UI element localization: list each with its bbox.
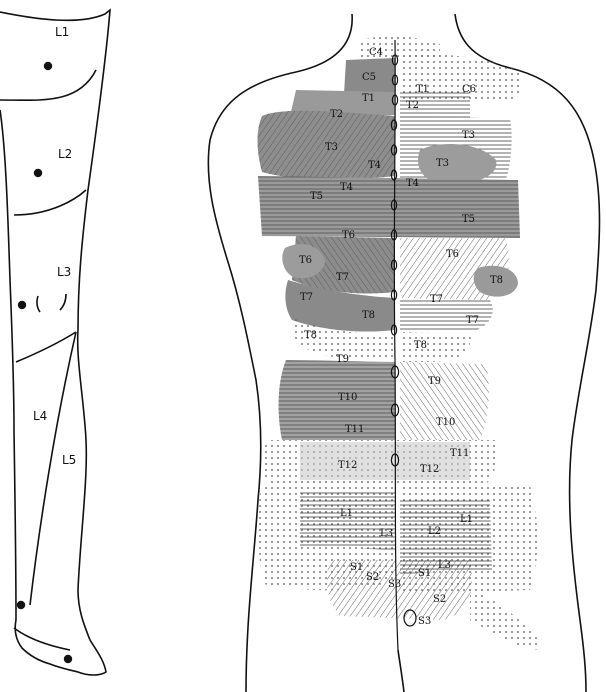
label-t8-left: T8 [304, 330, 317, 341]
region-l1-left-hatch [300, 490, 395, 550]
label-t3-right-2: T3 [436, 158, 449, 169]
label-l3-left: L3 [380, 528, 393, 539]
leg-drawing [0, 10, 110, 675]
label-t7-right: T7 [430, 294, 443, 305]
label-t10-right: T10 [436, 417, 455, 428]
leg-label-l5: L5 [62, 453, 76, 467]
region-t8-right [400, 332, 471, 362]
leg-knee-mark-b [60, 294, 66, 310]
label-s2-left: S2 [366, 572, 379, 583]
dot-l2 [34, 169, 42, 177]
label-t8-mid: T8 [362, 310, 375, 321]
leg-label-l3: L3 [57, 265, 71, 279]
dermatome-regions [258, 37, 541, 650]
label-t2-left: T2 [330, 109, 343, 120]
label-t4-right: T4 [406, 178, 419, 189]
label-l2: L2 [428, 526, 441, 537]
label-t1-left: T1 [362, 93, 375, 104]
label-t11-right: T11 [450, 448, 469, 459]
label-t6-oval: T6 [299, 255, 312, 266]
dot-l1 [44, 62, 52, 70]
leg-foot-line [14, 628, 70, 650]
label-t2-right: T2 [406, 100, 419, 111]
label-t5-left: T5 [310, 191, 323, 202]
label-c4: C4 [369, 47, 383, 58]
dot-foot-1 [17, 601, 25, 609]
label-s1-right: S1 [418, 568, 431, 579]
label-t4-left: T4 [368, 160, 381, 171]
leg-label-l1: L1 [55, 25, 69, 39]
label-t11-left: T11 [345, 424, 364, 435]
label-t7-left: T7 [336, 272, 349, 283]
label-s3-right: S3 [418, 616, 431, 627]
label-s1-left: S1 [350, 562, 363, 573]
region-t4t5-hatch [258, 176, 520, 238]
label-t8-right: T8 [414, 340, 427, 351]
leg-boundary-l1-l2 [0, 70, 96, 100]
label-c6: C6 [462, 84, 476, 95]
label-t8-oval: T8 [490, 275, 503, 286]
label-t9-right: T9 [428, 376, 441, 387]
label-t1-right: T1 [416, 84, 429, 95]
region-t11t12-shade [300, 442, 470, 480]
leg-outline-inner [0, 110, 16, 620]
leg-knee-mark-a [37, 296, 40, 312]
label-s3-left: S3 [388, 579, 401, 590]
label-t4-mid: T4 [340, 182, 353, 193]
label-t9-left: T9 [336, 354, 349, 365]
label-t3-left: T3 [325, 142, 338, 153]
region-t9t10-right [400, 362, 489, 440]
label-t7-left-2: T7 [300, 292, 313, 303]
label-t12-right: T12 [420, 464, 439, 475]
label-s2-right: S2 [433, 594, 446, 605]
dot-foot-2 [64, 655, 72, 663]
dot-l3 [18, 301, 26, 309]
leg-boundary-l3-l4 [16, 332, 76, 362]
leg-label-l2: L2 [58, 147, 72, 161]
torso-gluteal-cleft [398, 650, 404, 692]
leg-labels: L1 L2 L3 L4 L5 [33, 25, 76, 467]
label-t6-right: T6 [446, 249, 459, 260]
label-l1-left: L1 [340, 508, 353, 519]
label-t10-left: T10 [338, 392, 357, 403]
label-t6-left: T6 [342, 230, 355, 241]
label-c5: C5 [362, 72, 376, 83]
label-t12-left: T12 [338, 460, 357, 471]
region-t9t10-hatch [279, 360, 395, 440]
leg-boundary-l2-l3 [14, 190, 86, 215]
label-l3-right: L3 [438, 560, 451, 571]
leg-label-l4: L4 [33, 409, 47, 423]
label-t7-right-2: T7 [466, 315, 479, 326]
label-t5-right: T5 [462, 214, 475, 225]
label-t3-right: T3 [462, 130, 475, 141]
leg-boundary-l4-l5 [30, 332, 76, 605]
label-l1-right: L1 [460, 514, 473, 525]
region-lower-right-tail [470, 590, 540, 650]
